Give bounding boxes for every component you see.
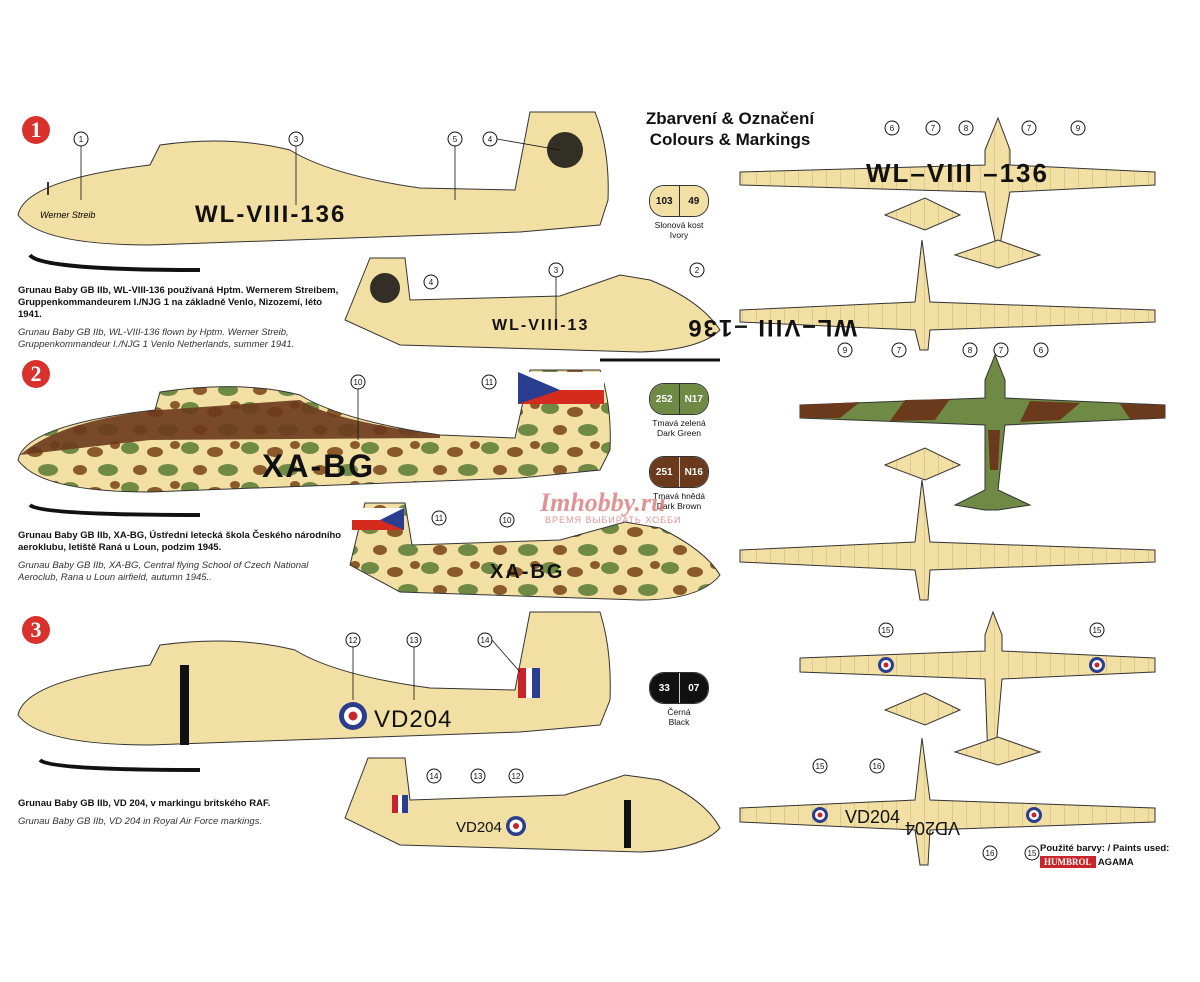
paint-code: 251 [650,457,679,487]
svg-text:16: 16 [873,762,882,771]
scheme-badge-2: 2 [22,360,50,388]
registration-1: WL-VIII-136 [195,201,346,228]
svg-text:12: 12 [349,636,358,645]
svg-text:7: 7 [931,124,936,133]
callout-markers: 1 3 5 4 4 3 2 10 11 11 10 12 13 14 14 13… [73,120,1105,861]
glider-2-plan-upper [799,353,1166,511]
glider-2-side-small: XA-BG [349,502,721,601]
glider-3-side-large: VD204 [17,611,611,772]
paint-chip-ivory: 103 49 Slonová kost Ivory [634,185,724,240]
paint-code: N16 [678,457,708,487]
wing-registration-lower: WL–VIII –136 [686,314,857,341]
page-title: Zbarvení & Označení Colours & Markings [645,109,815,149]
svg-text:6: 6 [1039,346,1044,355]
glider-3-side-small: VD204 [344,757,721,853]
humbrol-logo: HUMBROL [1040,856,1096,868]
agama-logo: AGAMA [1097,857,1134,868]
svg-text:13: 13 [474,772,483,781]
svg-text:6: 6 [890,124,895,133]
svg-text:15: 15 [1028,849,1037,858]
glider-2-side-large: XA-BG [17,369,611,517]
paint-code: 252 [650,384,679,414]
svg-text:2: 2 [695,266,700,275]
wing-registration-3-left: VD204 [845,807,900,827]
caption-scheme-2: Grunau Baby GB IIb, XA-BG, Ústřední lete… [18,530,342,583]
registration-2-stbd: XA-BG [490,561,564,583]
svg-text:8: 8 [968,346,973,355]
paint-code: 49 [678,186,708,216]
svg-text:4: 4 [488,135,493,144]
svg-text:9: 9 [843,346,848,355]
svg-text:9: 9 [1076,124,1081,133]
scheme-badge-3: 3 [22,616,50,644]
svg-text:15: 15 [1093,626,1102,635]
svg-text:7: 7 [897,346,902,355]
glider-1-plan-upper: WL–VIII –136 [739,116,1156,256]
svg-text:8: 8 [964,124,969,133]
paint-code: 07 [678,673,708,703]
paint-pill: 33 07 [649,672,709,704]
paints-used: Použité barvy: / Paints used: HUMBROL AG… [1040,843,1170,868]
svg-text:12: 12 [512,772,521,781]
glider-3-plan-lower: VD204 VD204 [739,692,1156,866]
svg-text:15: 15 [816,762,825,771]
svg-text:15: 15 [882,626,891,635]
paint-pill: 251 N16 [649,456,709,488]
svg-text:10: 10 [354,378,363,387]
paint-chip-dark-brown: 251 N16 Tmavá hnědá Dark Brown [634,456,724,511]
svg-text:14: 14 [481,636,490,645]
svg-text:4: 4 [429,278,434,287]
svg-text:3: 3 [554,266,559,275]
svg-text:7: 7 [999,346,1004,355]
glider-3-plan-upper [799,610,1156,761]
glider-1-side-large: WL-VIII-136 Werner Streib [17,111,609,272]
registration-1-stbd: WL-VIII-13 [492,317,589,334]
paint-chip-dark-green: 252 N17 Tmavá zelená Dark Green [634,383,724,438]
caption-scheme-1: Grunau Baby GB IIb, WL-VIII-136 používan… [18,285,339,350]
registration-3: VD204 [374,706,452,733]
paint-code: 103 [650,186,679,216]
scheme-badge-1: 1 [22,116,50,144]
glider-2-plan-lower [739,447,1156,601]
svg-text:5: 5 [453,135,458,144]
paint-pill: 103 49 [649,185,709,217]
svg-text:13: 13 [410,636,419,645]
watermark-slogan: ВРЕМЯ ВЫБИРАТЬ ХОББИ [545,515,682,525]
svg-text:3: 3 [294,135,299,144]
paint-code: N17 [678,384,708,414]
wing-registration-3-right: VD204 [905,818,960,838]
svg-text:11: 11 [485,378,494,387]
caption-scheme-3: Grunau Baby GB IIb, VD 204, v markingu b… [18,798,271,827]
svg-text:7: 7 [1027,124,1032,133]
svg-text:14: 14 [430,772,439,781]
svg-text:10: 10 [503,516,512,525]
glider-1-plan-lower: WL–VIII –136 [686,197,1156,351]
paint-pill: 252 N17 [649,383,709,415]
svg-text:11: 11 [435,514,444,523]
name-script: Werner Streib [40,210,95,220]
registration-2: XA-BG [262,448,375,484]
paint-code: 33 [650,673,679,703]
glider-1-side-small: WL-VIII-13 [344,257,721,362]
registration-3-stbd: VD204 [456,819,502,836]
paint-chip-black: 33 07 Černá Black [634,672,724,727]
svg-text:16: 16 [986,849,995,858]
wing-registration-upper: WL–VIII –136 [866,158,1049,188]
svg-text:1: 1 [79,135,84,144]
watermark-logo: Imhobby.ru [540,488,666,517]
